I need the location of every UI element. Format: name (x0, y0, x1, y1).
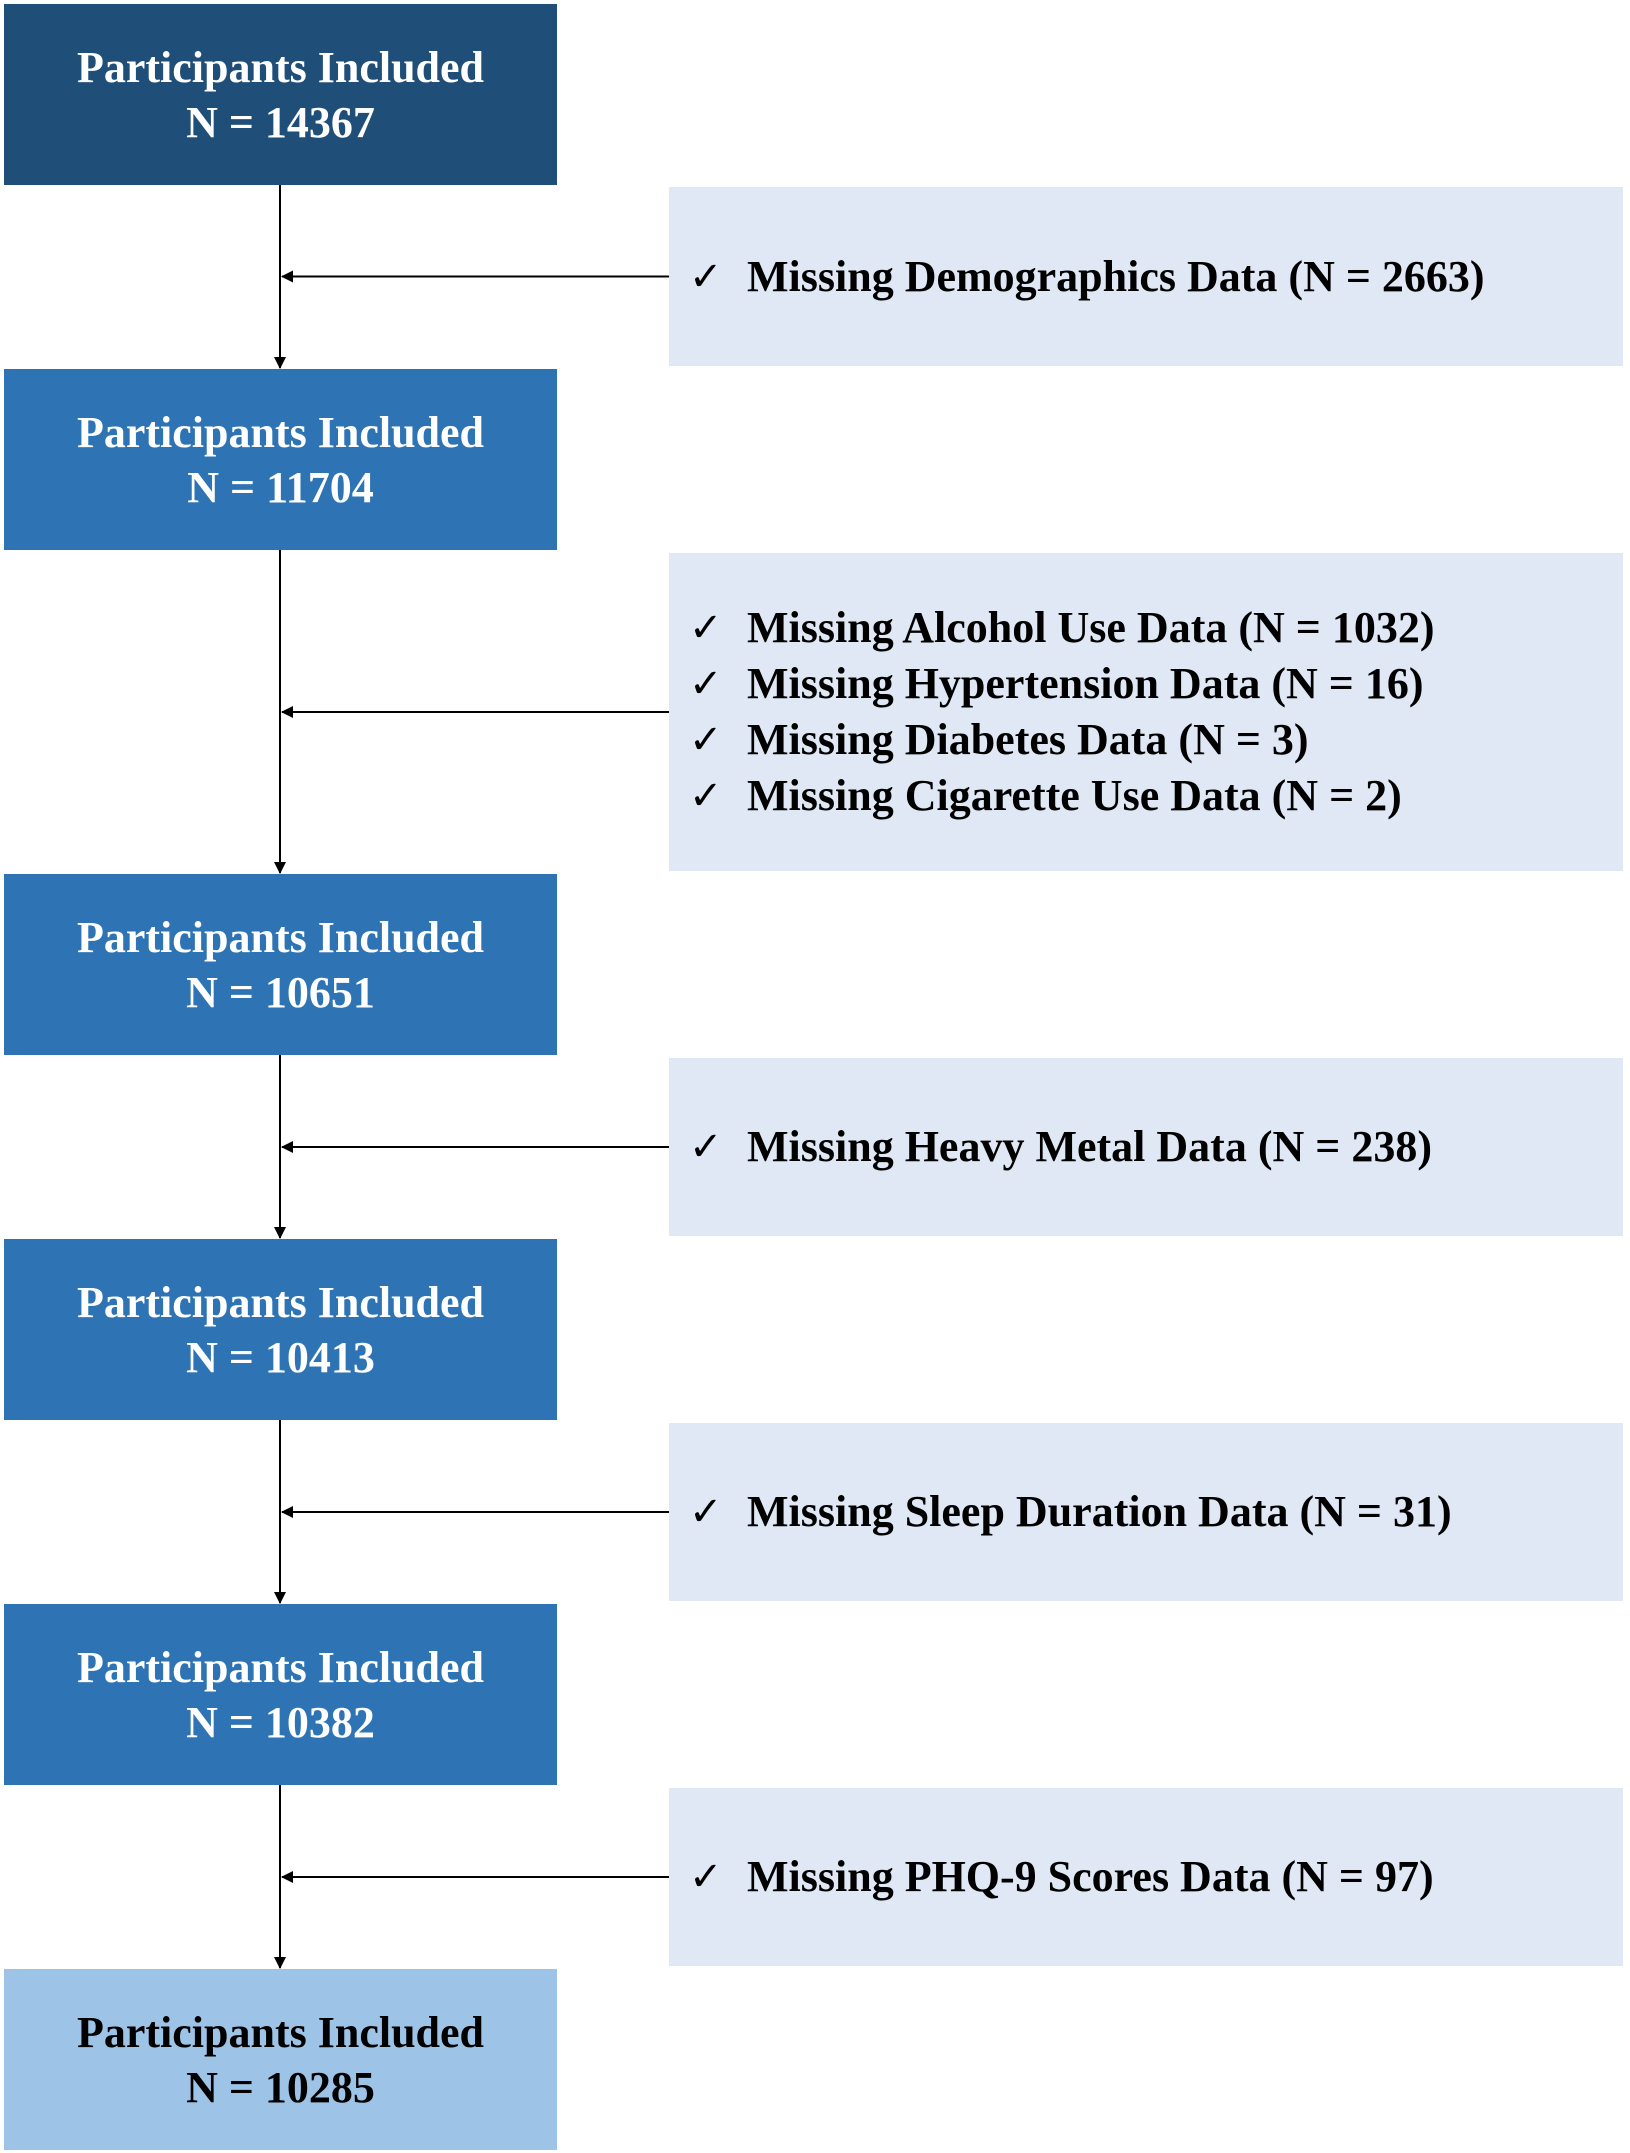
included-box-2: Participants Included N = 11704 (4, 369, 557, 550)
included-box-title: Participants Included (76, 2007, 485, 2057)
exclusion-item: ✓ Missing Diabetes Data (N = 3) (689, 712, 1623, 768)
included-box-count: N = 14367 (186, 97, 375, 147)
exclusion-item-label: Missing Demographics Data (N = 2663) (747, 251, 1485, 301)
included-box-count: N = 10651 (186, 967, 375, 1017)
exclusion-item-label: Missing Heavy Metal Data (N = 238) (747, 1122, 1432, 1171)
exclusion-item: ✓ Missing Heavy Metal Data (N = 238) (689, 1119, 1623, 1175)
check-icon: ✓ (689, 1854, 723, 1900)
included-box-count: N = 10285 (186, 2062, 375, 2112)
included-box-title: Participants Included (76, 1642, 485, 1692)
included-box-6: Participants Included N = 10285 (4, 1969, 557, 2150)
exclusion-item: ✓ Missing Hypertension Data (N = 16) (689, 656, 1623, 712)
exclusion-box-3: ✓ Missing Heavy Metal Data (N = 238) (669, 1058, 1623, 1236)
included-box-1: Participants Included N = 14367 (4, 4, 557, 185)
exclusion-item-label: Missing Alcohol Use Data (N = 1032) (747, 603, 1435, 652)
exclusion-box-5: ✓ Missing PHQ-9 Scores Data (N = 97) (669, 1788, 1623, 1966)
included-box-title: Participants Included (76, 42, 485, 92)
check-icon: ✓ (689, 773, 723, 819)
check-icon: ✓ (689, 717, 723, 763)
check-icon: ✓ (689, 253, 723, 300)
exclusion-item: ✓ Missing Alcohol Use Data (N = 1032) (689, 600, 1623, 656)
exclusion-item-label: Missing Sleep Duration Data (N = 31) (747, 1487, 1452, 1536)
exclusion-box-2: ✓ Missing Alcohol Use Data (N = 1032) ✓ … (669, 553, 1623, 871)
included-box-count: N = 11704 (187, 462, 374, 512)
check-icon: ✓ (689, 1489, 723, 1535)
included-box-title: Participants Included (76, 912, 485, 962)
included-box-3: Participants Included N = 10651 (4, 874, 557, 1055)
exclusion-item: ✓ Missing Sleep Duration Data (N = 31) (689, 1484, 1623, 1540)
included-box-4: Participants Included N = 10413 (4, 1239, 557, 1420)
check-icon: ✓ (689, 605, 723, 651)
exclusion-item: ✓ Missing Demographics Data (N = 2663) (689, 249, 1623, 305)
check-icon: ✓ (689, 1124, 723, 1170)
included-box-title: Participants Included (76, 1277, 485, 1327)
included-box-5: Participants Included N = 10382 (4, 1604, 557, 1785)
exclusion-item: ✓ Missing Cigarette Use Data (N = 2) (689, 768, 1623, 824)
exclusion-item-label: Missing Diabetes Data (N = 3) (747, 715, 1309, 764)
exclusion-item-label: Missing Cigarette Use Data (N = 2) (747, 771, 1402, 820)
exclusion-box-1: ✓ Missing Demographics Data (N = 2663) (669, 187, 1623, 366)
exclusion-item-label: Missing Hypertension Data (N = 16) (747, 659, 1424, 708)
included-box-count: N = 10382 (186, 1697, 375, 1747)
exclusion-item: ✓ Missing PHQ-9 Scores Data (N = 97) (689, 1849, 1623, 1905)
included-box-count: N = 10413 (186, 1332, 375, 1382)
check-icon: ✓ (689, 661, 723, 707)
included-box-title: Participants Included (76, 407, 485, 457)
exclusion-item-label: Missing PHQ-9 Scores Data (N = 97) (747, 1852, 1434, 1901)
exclusion-box-4: ✓ Missing Sleep Duration Data (N = 31) (669, 1423, 1623, 1601)
